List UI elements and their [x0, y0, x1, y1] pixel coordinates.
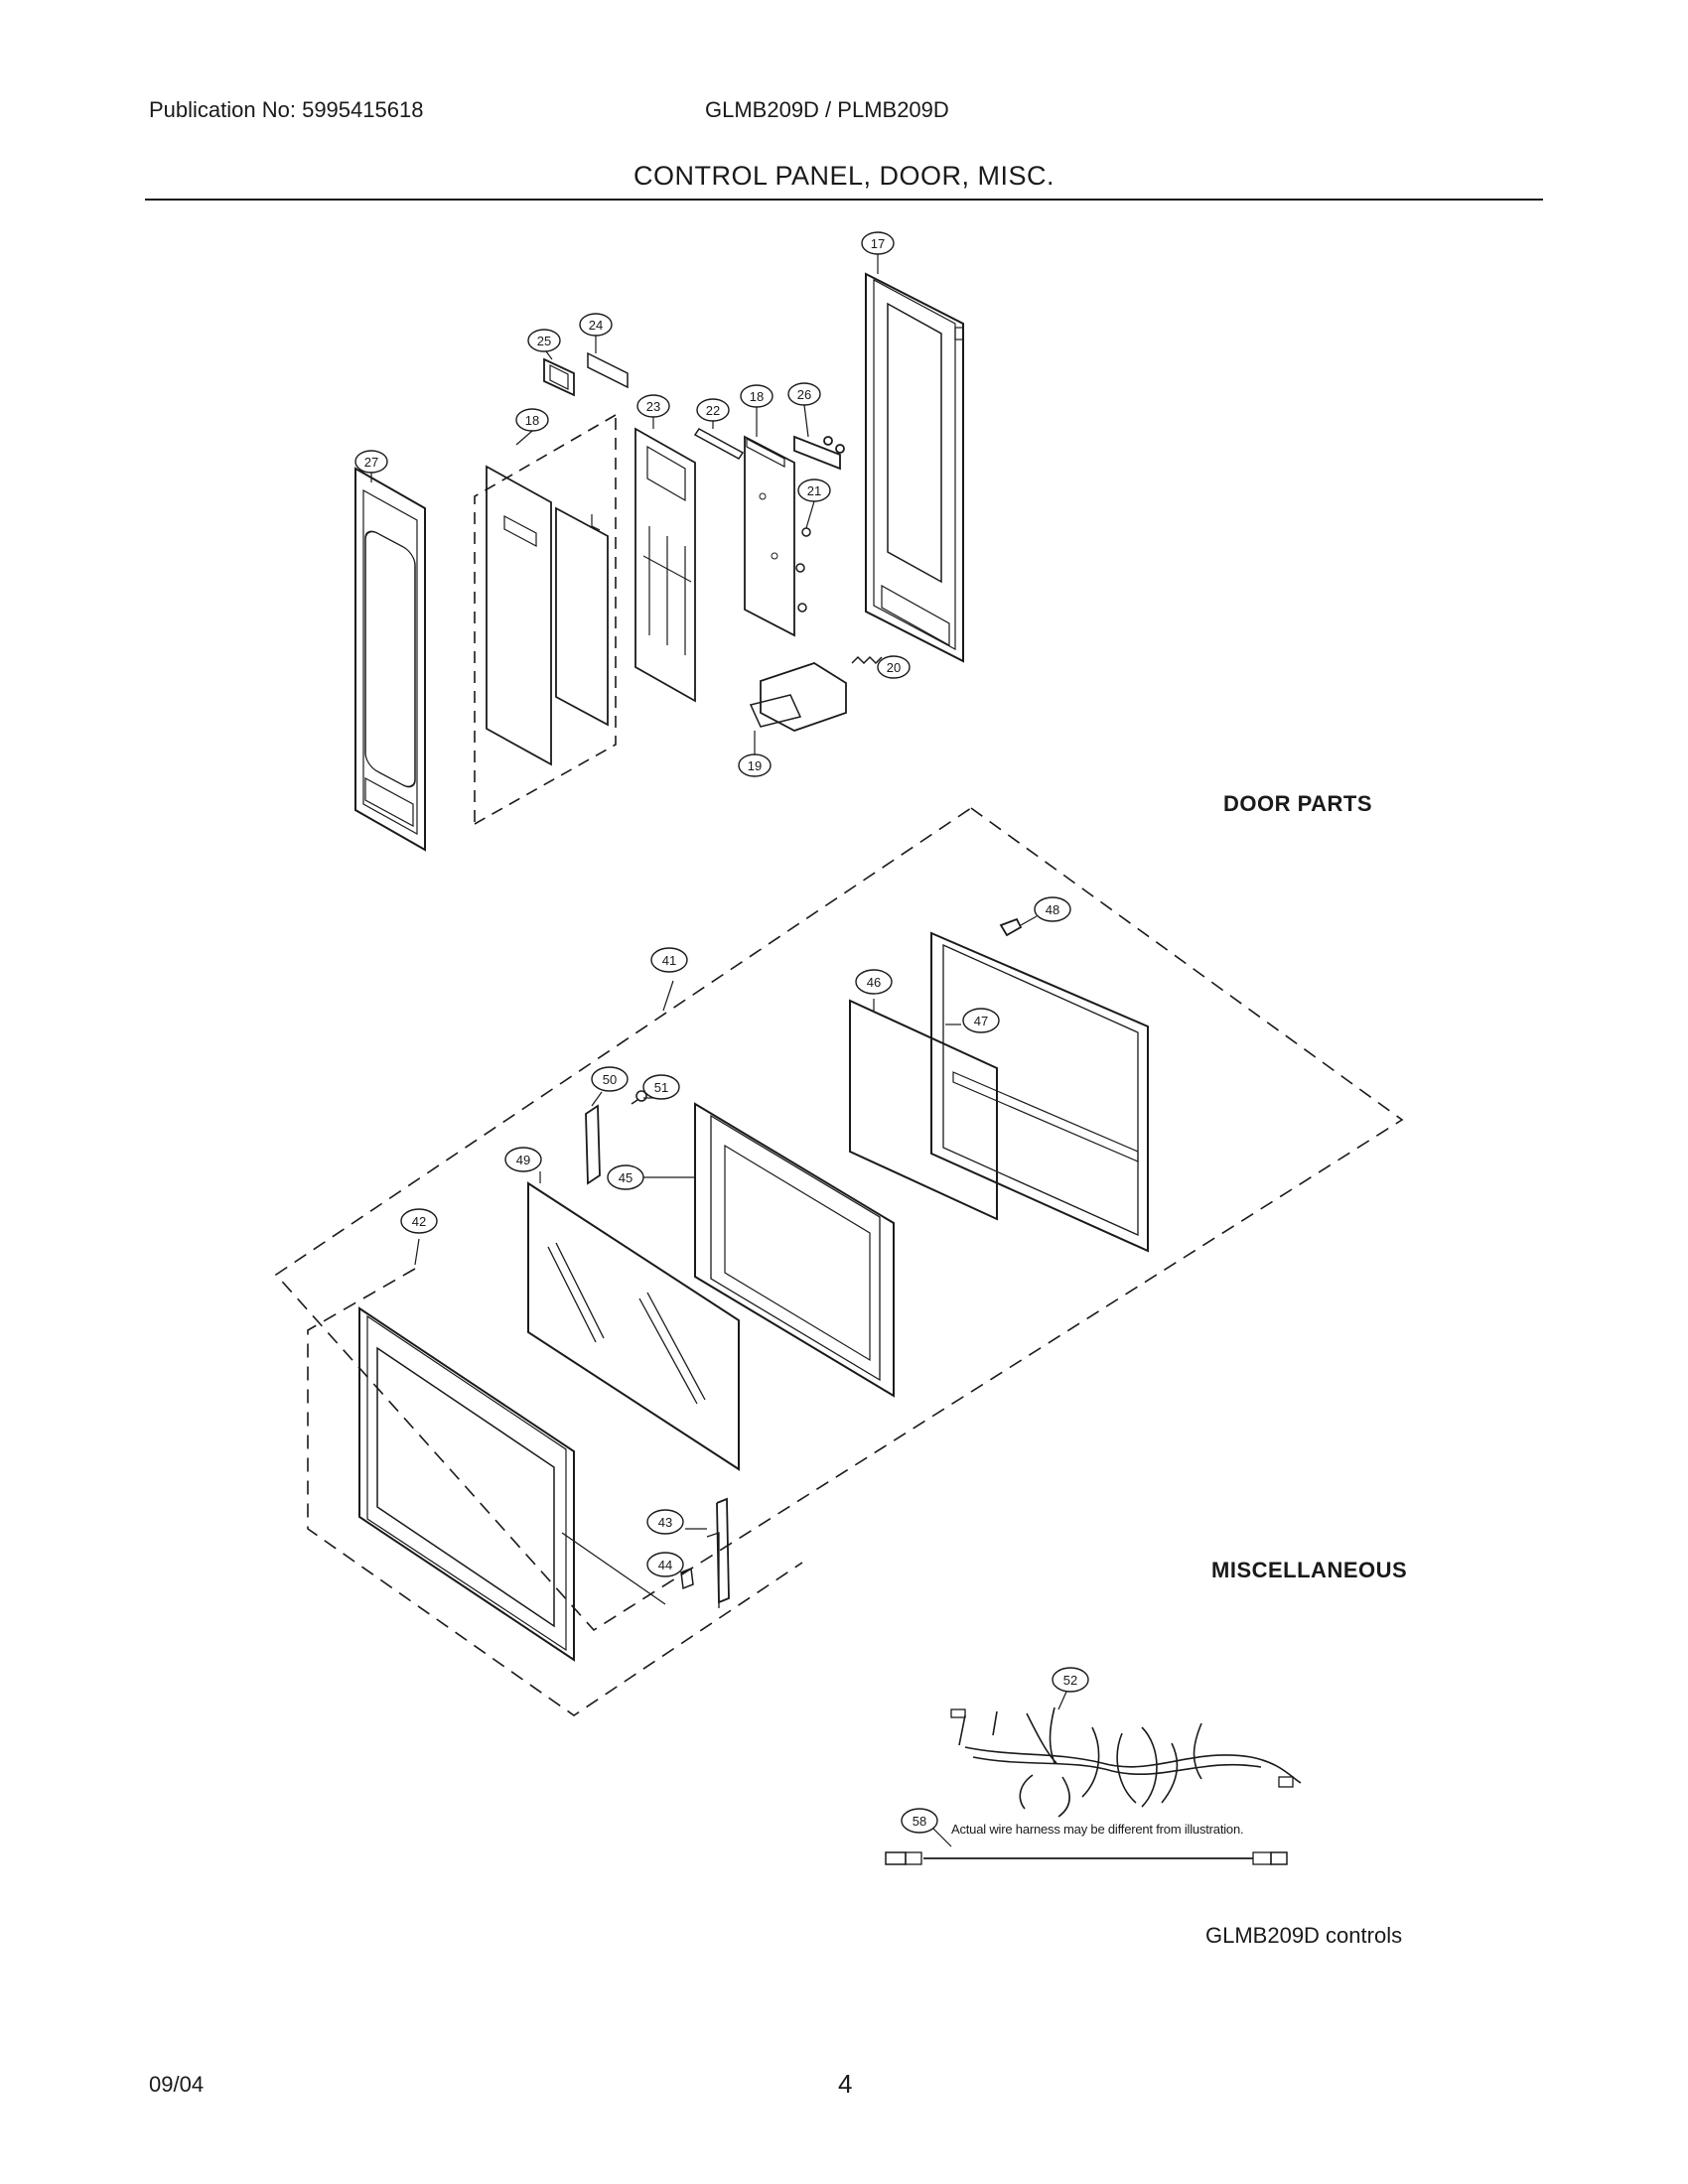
section-label-miscellaneous: MISCELLANEOUS [1211, 1558, 1408, 1582]
callout-18: 18 [515, 408, 549, 432]
light-pipe-part-22 [693, 428, 745, 460]
screw-part-51 [631, 1090, 647, 1105]
callout-43: 43 [646, 1509, 684, 1535]
callout-47: 47 [962, 1008, 1000, 1033]
svg-text:23: 23 [646, 399, 660, 414]
callout-22: 22 [696, 398, 730, 422]
callout-27: 27 [354, 450, 388, 474]
model-numbers: GLMB209D / PLMB209D [705, 97, 949, 122]
callout-50: 50 [591, 1066, 629, 1092]
front-glass-part-49 [527, 1181, 740, 1471]
door-hook-part-48 [999, 917, 1023, 937]
svg-text:45: 45 [619, 1170, 633, 1185]
callout-19: 19 [738, 753, 772, 777]
section-label-door-parts: DOOR PARTS [1223, 791, 1373, 816]
svg-text:18: 18 [750, 389, 764, 404]
callout-17: 17 [861, 231, 895, 255]
svg-text:42: 42 [412, 1214, 426, 1229]
callout-26: 26 [787, 382, 821, 406]
page-title: CONTROL PANEL, DOOR, MISC. [633, 161, 1055, 191]
door-glass-part-46 [849, 999, 998, 1221]
door-choke-frame-part-45 [694, 1102, 895, 1398]
svg-text:24: 24 [589, 318, 603, 333]
door-latch-part-19 [749, 662, 847, 732]
latch-hook-part-43 [706, 1497, 730, 1608]
svg-text:51: 51 [654, 1080, 668, 1095]
svg-text:27: 27 [364, 455, 378, 470]
svg-text:50: 50 [603, 1072, 617, 1087]
svg-text:52: 52 [1063, 1673, 1077, 1688]
hinge-bar-part-50 [585, 1104, 601, 1185]
control-board-part-18 [744, 435, 795, 637]
publication-number: Publication No: 5995415618 [149, 97, 424, 122]
callout-41: 41 [650, 947, 688, 973]
page-number: 4 [838, 2069, 853, 2099]
door-inner-frame-part-47 [930, 931, 1149, 1253]
callout-24: 24 [579, 313, 613, 337]
svg-text:58: 58 [913, 1814, 926, 1829]
svg-text:25: 25 [537, 334, 551, 348]
door-assembly-outline-41 [274, 807, 1404, 1632]
callout-42: 42 [400, 1208, 438, 1234]
svg-text:44: 44 [658, 1558, 672, 1572]
screws-part-21 [795, 527, 811, 613]
callout-58: 58 [901, 1808, 938, 1834]
callout-44: 44 [646, 1552, 684, 1577]
callout-25: 25 [527, 329, 561, 352]
callout-48: 48 [1034, 896, 1071, 922]
callout-49: 49 [504, 1147, 542, 1172]
svg-text:20: 20 [887, 660, 901, 675]
svg-text:47: 47 [974, 1014, 988, 1028]
control-panel-group-outline-18 [474, 414, 617, 825]
footer-date: 09/04 [149, 2072, 205, 2097]
svg-text:41: 41 [662, 953, 676, 968]
callout-23: 23 [636, 394, 670, 418]
callout-21: 21 [797, 478, 831, 502]
callout-20: 20 [877, 655, 911, 679]
wire-harness-part-52 [950, 1706, 1302, 1818]
svg-text:19: 19 [748, 758, 762, 773]
svg-text:26: 26 [797, 387, 811, 402]
spring-part-20 [851, 655, 883, 665]
callout-45: 45 [607, 1164, 644, 1190]
latch-hook-part-44 [680, 1567, 694, 1590]
callout-51: 51 [642, 1074, 680, 1100]
callout-18-board: 18 [740, 384, 774, 408]
wire-harness-part-58 [885, 1851, 1288, 1865]
callout-46: 46 [855, 969, 893, 995]
svg-text:46: 46 [867, 975, 881, 990]
title-rule [145, 199, 1543, 201]
svg-text:17: 17 [871, 236, 885, 251]
bracket-part-26 [793, 435, 845, 471]
controls-caption: GLMB209D controls [1205, 1923, 1403, 1948]
callout-52: 52 [1052, 1667, 1089, 1693]
display-window-part-25 [543, 357, 575, 397]
door-front-outline-42 [307, 1268, 803, 1716]
svg-text:43: 43 [658, 1515, 672, 1530]
svg-text:49: 49 [516, 1153, 530, 1167]
control-panel-front-part-27 [354, 467, 426, 852]
svg-text:18: 18 [525, 413, 539, 428]
svg-text:48: 48 [1046, 902, 1059, 917]
wire-harness-note: Actual wire harness may be different fro… [951, 1822, 1244, 1837]
svg-text:21: 21 [807, 483, 821, 498]
membrane-sheet [486, 465, 609, 766]
door-front-panel-part-42 [358, 1306, 575, 1662]
control-bracket-part-23 [634, 427, 696, 703]
svg-text:22: 22 [706, 403, 720, 418]
door-frame-part-17 [865, 272, 964, 663]
display-filter-part-24 [587, 351, 629, 389]
